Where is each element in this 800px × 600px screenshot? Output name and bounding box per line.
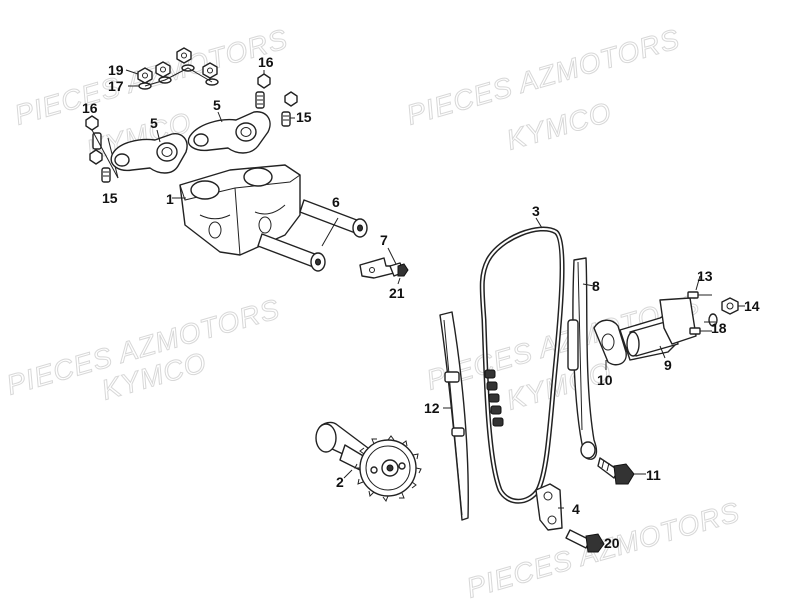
cam-chain-links	[484, 369, 504, 427]
stud-nut-top-right	[255, 70, 298, 127]
rocker-arms	[110, 111, 271, 174]
callout-17: 17	[108, 78, 124, 94]
callout-8: 8	[592, 278, 600, 294]
callout-7: 7	[380, 232, 388, 248]
callout-5-left: 5	[150, 115, 158, 131]
nuts-and-washers	[125, 47, 219, 90]
callout-6: 6	[332, 194, 340, 210]
callout-18: 18	[711, 320, 727, 336]
callout-labels: 1 2 3 4 5 5 6 7 8 9 10 11 12 13 14 15 15…	[82, 54, 760, 551]
callout-13: 13	[697, 268, 713, 284]
callout-15-right: 15	[296, 109, 312, 125]
callout-20: 20	[604, 535, 620, 551]
callout-19: 19	[108, 62, 124, 78]
callout-9: 9	[664, 357, 672, 373]
rocker-arm-holder	[179, 164, 301, 256]
watermark-2-line2: KYMCO	[503, 96, 615, 155]
callout-3: 3	[532, 203, 540, 219]
cam-chain-guide	[439, 311, 469, 521]
camshaft-with-sprocket	[315, 421, 422, 503]
chain-tensioner-arm	[567, 257, 598, 460]
callout-14: 14	[744, 298, 760, 314]
callout-1: 1	[166, 191, 174, 207]
tensioner-bolts	[687, 291, 739, 335]
leader-lines	[156, 111, 745, 544]
callout-10: 10	[597, 372, 613, 388]
lock-plate-and-bolt	[359, 257, 409, 279]
callout-11: 11	[646, 467, 661, 483]
callout-21: 21	[389, 285, 405, 301]
callout-15-left: 15	[102, 190, 118, 206]
stud-nut-left	[85, 115, 119, 183]
watermarks: PIECES AZMOTORS KYMCO PIECES AZMOTORS KY…	[3, 23, 744, 600]
rocker-shafts	[257, 199, 368, 272]
callout-12: 12	[424, 400, 440, 416]
callout-16-left: 16	[82, 100, 98, 116]
callout-4: 4	[572, 501, 580, 517]
callout-5-right: 5	[213, 97, 221, 113]
chain-tensioner	[593, 297, 697, 366]
cam-chain	[479, 226, 565, 504]
bracket-and-bolt	[535, 483, 605, 553]
bolt-11	[597, 457, 635, 485]
callout-16-top: 16	[258, 54, 274, 70]
callout-2: 2	[336, 474, 344, 490]
